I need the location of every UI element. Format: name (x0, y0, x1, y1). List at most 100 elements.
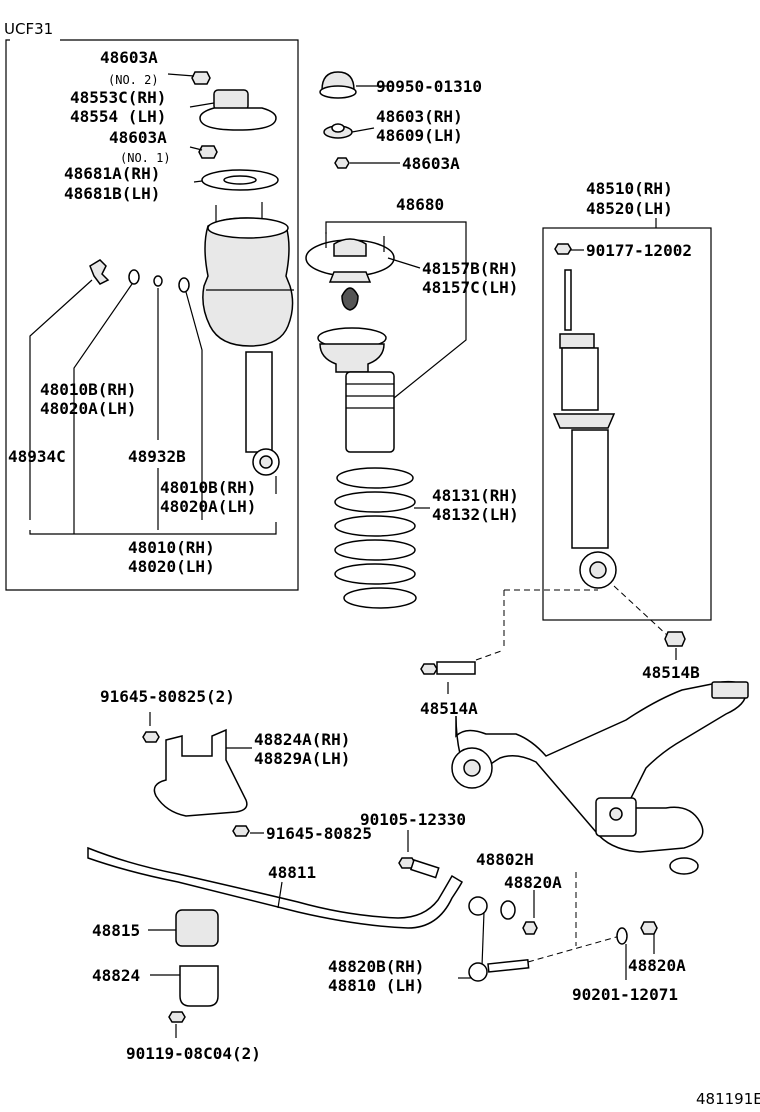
o-ring-icon (153, 275, 163, 287)
label-48824a: 48824A(RH) (254, 730, 350, 749)
boot-top-icon (319, 343, 385, 373)
link-rod-icon (481, 911, 485, 967)
coil-spring-stack (305, 71, 417, 609)
label-48932b: 48932B (128, 447, 186, 466)
nut-icon (191, 71, 211, 85)
dashed-guide (527, 935, 621, 963)
arm-bushing-core-icon (463, 759, 481, 777)
shock-bushing-icon (589, 561, 607, 579)
air-spring-top-icon (207, 217, 289, 239)
label-48010b-a: 48010B(RH) (40, 380, 136, 399)
bolt-head-icon (420, 663, 438, 675)
nut-icon (640, 921, 658, 935)
coil-spring-icon (334, 467, 417, 609)
dust-boot-icon (345, 371, 395, 453)
label-90119: 90119-08C04(2) (126, 1044, 261, 1063)
label-48510: 48510(RH) (586, 179, 673, 198)
label-48514a: 48514A (420, 699, 478, 718)
o-ring-icon (128, 269, 140, 285)
label-48815: 48815 (92, 921, 140, 940)
nut-icon (664, 631, 686, 647)
label-48020a-b: 48020A(LH) (160, 497, 256, 516)
label-48820b: 48820B(RH) (328, 957, 424, 976)
bump-stop-icon (341, 287, 359, 311)
label-48681b: 48681B(LH) (64, 184, 160, 203)
shock-upper-tube-icon (561, 347, 599, 411)
dust-cap-icon (321, 71, 355, 91)
ball-joint-stud-icon (711, 681, 749, 699)
label-48811: 48811 (268, 863, 316, 882)
label-48829a: 48829A(LH) (254, 749, 350, 768)
dust-cap-rim-icon (319, 85, 357, 99)
shock-cap-icon (559, 333, 595, 349)
leader-48811 (277, 881, 283, 909)
stabilizer-bushing-clamp (148, 909, 219, 1038)
label-48157c: 48157C(LH) (422, 278, 518, 297)
mount-boss-icon (333, 238, 367, 257)
label-90105: 90105-12330 (360, 810, 466, 829)
label-48132: 48132(LH) (432, 505, 519, 524)
nut-icon (198, 145, 218, 159)
shock-lower-tube-icon (571, 429, 609, 549)
link-ball-icon (468, 962, 488, 982)
bolt-shank-icon (409, 859, 440, 879)
stabilizer-link (458, 872, 658, 982)
washer-hole-icon (223, 175, 257, 185)
bolt-head-icon (168, 1011, 186, 1023)
lower-control-arm (451, 680, 749, 875)
label-48520: 48520(LH) (586, 199, 673, 218)
stabilizer-bar-icon (87, 846, 463, 929)
left-leader-lines (29, 73, 277, 535)
label-48934c: 48934C (8, 447, 66, 466)
bolt-shank-icon (436, 661, 476, 675)
upper-support-icon (213, 89, 249, 111)
label-48553c: 48553C(RH) (70, 88, 166, 107)
clip-icon (89, 259, 110, 285)
label-48820a-1: 48820A (504, 873, 562, 892)
bolt-head-icon (142, 731, 160, 743)
boot-ribs (346, 383, 394, 409)
label-no1: (NO. 1) (120, 151, 171, 165)
illustration-ref: 481191E (696, 1090, 760, 1108)
mount-neck-icon (328, 271, 372, 283)
label-48020a-a: 48020A(LH) (40, 399, 136, 418)
label-48554: 48554 (LH) (70, 107, 166, 126)
label-48680: 48680 (396, 195, 444, 214)
link-ball-icon (468, 896, 488, 916)
damper-tube-icon (245, 351, 273, 453)
label-no2: (NO. 2) (108, 73, 159, 87)
clamp-icon (179, 965, 219, 1007)
label-48609lh: 48609(LH) (376, 126, 463, 145)
stabilizer-bar (87, 830, 463, 929)
label-90177: 90177-12002 (586, 241, 692, 260)
ball-joint-boss-icon (669, 857, 699, 875)
label-48681a: 48681A(RH) (64, 164, 160, 183)
label-48603a-r: 48603A (402, 154, 460, 173)
stabilizer-bracket (142, 712, 264, 837)
label-91645: 91645-80825 (266, 824, 372, 843)
lower-mount-hardware (420, 631, 686, 694)
shock-assembly-frame (542, 227, 712, 621)
nut-icon (334, 157, 350, 169)
bolt-head-icon (232, 825, 250, 837)
center-leader-lines (325, 85, 467, 509)
label-48603a-mid: 48603A (109, 128, 167, 147)
label-48802h: 48802H (476, 850, 534, 869)
label-90201: 90201-12071 (572, 985, 678, 1004)
air-spring-assembly (89, 71, 294, 476)
label-48820a-2: 48820A (628, 956, 686, 975)
bracket-hole-icon (609, 807, 623, 821)
left-assembly-frame (5, 39, 299, 591)
label-48603rh: 48603(RH) (376, 107, 463, 126)
retainer-icon (500, 900, 516, 920)
label-90950: 90950-01310 (376, 77, 482, 96)
label-48020: 48020(LH) (128, 557, 215, 576)
label-48010: 48010(RH) (128, 538, 215, 557)
o-ring-icon (178, 277, 190, 293)
bracket-icon (153, 728, 248, 817)
piston-rod-icon (564, 269, 572, 331)
bushing-core-icon (259, 455, 273, 469)
model-code: UCF31 (4, 20, 53, 38)
label-48824: 48824 (92, 966, 140, 985)
